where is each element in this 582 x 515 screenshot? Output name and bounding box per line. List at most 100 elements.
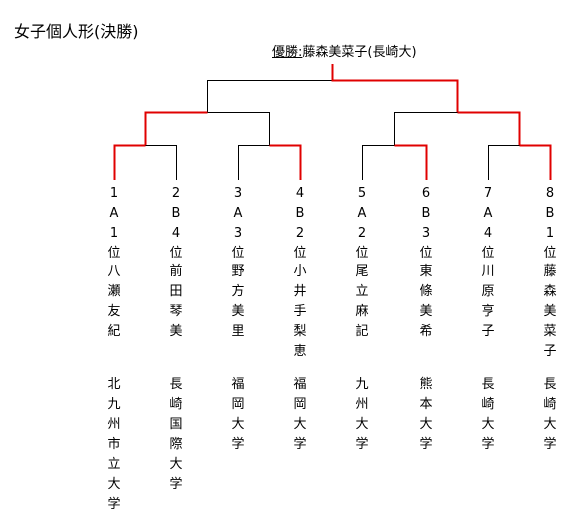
entrant-8-seed-rank-char: B [545, 206, 555, 221]
entrant-8-name-char: 子 [543, 344, 557, 359]
entrant-8-seed-rank-char: 8 [545, 186, 555, 201]
entrant-8-name-char: 藤 [543, 264, 557, 279]
entrant-6-seed-rank-char: 位 [419, 246, 433, 261]
entrant-1-seed-rank-char: 1 [109, 186, 119, 201]
entrant-2-school-char: 国 [169, 417, 183, 432]
entrant-5-name-char: 記 [355, 324, 369, 339]
winner-path-semi-right [457, 111, 521, 145]
entrant-4-name-char: 梨 [293, 324, 307, 339]
entrant-8-name: 藤森美菜子 [541, 262, 559, 362]
entrant-7-seed-rank-char: 位 [481, 246, 495, 261]
entrant-3-seed-rank-char: 3 [233, 226, 243, 241]
entrant-4-name-char: 小 [293, 264, 307, 279]
entrant-2-name-char: 琴 [169, 304, 183, 319]
entrant-3-school-char: 岡 [231, 397, 245, 412]
round2-match-2-line [394, 112, 520, 145]
entrant-1-seed-rank-char: 位 [107, 246, 121, 261]
entrant-3-school-char: 大 [231, 417, 245, 432]
entrant-8-school: 長崎大学 [541, 375, 559, 455]
entrant-1-name-char: 八 [107, 264, 121, 279]
entrant-1-school-char: 市 [107, 437, 121, 452]
entrant-7-seed-rank-char: 4 [483, 226, 493, 241]
entrant-4-name-char: 手 [293, 304, 307, 319]
entrant-4-school-char: 福 [293, 377, 307, 392]
round1-match-3-line [362, 145, 427, 180]
entrant-3-seed-rank-char: A [233, 206, 243, 221]
entrant-3-seed-rank-char: 位 [231, 246, 245, 261]
entrant-5-seed-rank-char: A [357, 206, 367, 221]
winner-text: 藤森美菜子(長崎大) [302, 45, 417, 60]
winner-path-seed8 [519, 144, 552, 180]
entrant-8-school-char: 長 [543, 377, 557, 392]
round1-match-1-line [114, 145, 177, 180]
entrant-4-name-char: 恵 [293, 344, 307, 359]
entrant-1-school-char: 立 [107, 457, 121, 472]
entrant-8-name-char: 菜 [543, 324, 557, 339]
entrant-8-name-char: 美 [543, 304, 557, 319]
entrant-1-seed-rank-char: 1 [109, 226, 119, 241]
entrant-3-name-char: 里 [231, 324, 245, 339]
round1-match-4-line [488, 145, 551, 180]
entrant-5-name-char: 立 [355, 284, 369, 299]
entrant-6-name-char: 美 [419, 304, 433, 319]
entrant-5-seed-rank-char: 2 [357, 226, 367, 241]
entrant-2-name-char: 前 [169, 264, 183, 279]
round2-match-1-line [145, 112, 270, 145]
entrant-2-name-char: 田 [169, 284, 183, 299]
winner-caption: 優勝:藤森美菜子(長崎大) [272, 45, 417, 61]
entrant-6-school-char: 本 [419, 397, 433, 412]
entrant-7-name: 川原亨子 [479, 262, 497, 342]
entrant-7-name-char: 亨 [481, 304, 495, 319]
entrant-7-school: 長崎大学 [479, 375, 497, 455]
entrant-8-school-char: 学 [543, 437, 557, 452]
entrant-5-name-char: 麻 [355, 304, 369, 319]
entrant-1-school-char: 州 [107, 417, 121, 432]
entrant-2-school-char: 長 [169, 377, 183, 392]
entrant-1-school: 北九州市立大学 [105, 375, 123, 515]
entrant-4-school-char: 岡 [293, 397, 307, 412]
entrant-7-school-char: 長 [481, 377, 495, 392]
entrant-7-name-char: 原 [481, 284, 495, 299]
entrant-2-school-char: 際 [169, 437, 183, 452]
entrant-3-name-char: 方 [231, 284, 245, 299]
entrant-1-name: 八瀬友紀 [105, 262, 123, 342]
winner-path-final [331, 64, 459, 112]
entrant-1-school-char: 北 [107, 377, 121, 392]
entrant-6-seed-rank-char: 6 [421, 186, 431, 201]
entrant-6-seed-rank-char: B [421, 206, 431, 221]
entrant-2-school-char: 学 [169, 477, 183, 492]
entrant-3-school: 福岡大学 [229, 375, 247, 455]
entrant-5-seed-rank-char: 位 [355, 246, 369, 261]
entrant-8-seed-rank-char: 位 [543, 246, 557, 261]
entrant-5-seed-rank-char: 5 [357, 186, 367, 201]
entrant-4-school-char: 学 [293, 437, 307, 452]
entrant-1-name-char: 友 [107, 304, 121, 319]
entrant-3-name-char: 野 [231, 264, 245, 279]
entrant-8-name-char: 森 [543, 284, 557, 299]
entrant-4-school: 福岡大学 [291, 375, 309, 455]
entrant-5-name-char: 尾 [355, 264, 369, 279]
entrant-3-name: 野方美里 [229, 262, 247, 342]
entrant-8-seed-rank-char: 1 [545, 226, 555, 241]
entrant-3-school-char: 学 [231, 437, 245, 452]
entrant-2-seed-rank-char: 2 [171, 186, 181, 201]
entrant-1-school-char: 九 [107, 397, 121, 412]
entrant-7-school-char: 大 [481, 417, 495, 432]
page-title: 女子個人形(決勝) [14, 22, 139, 41]
entrant-5-school-char: 州 [355, 397, 369, 412]
winner-path-seed4 [269, 144, 302, 180]
entrant-3-name-char: 美 [231, 304, 245, 319]
entrant-6-name: 東條美希 [417, 262, 435, 342]
entrant-1-name-char: 紀 [107, 324, 121, 339]
entrant-4-seed-rank-char: B [295, 206, 305, 221]
entrant-8-school-char: 大 [543, 417, 557, 432]
entrant-1-name-char: 瀬 [107, 284, 121, 299]
entrant-6-school-char: 学 [419, 437, 433, 452]
entrant-2-name: 前田琴美 [167, 262, 185, 342]
